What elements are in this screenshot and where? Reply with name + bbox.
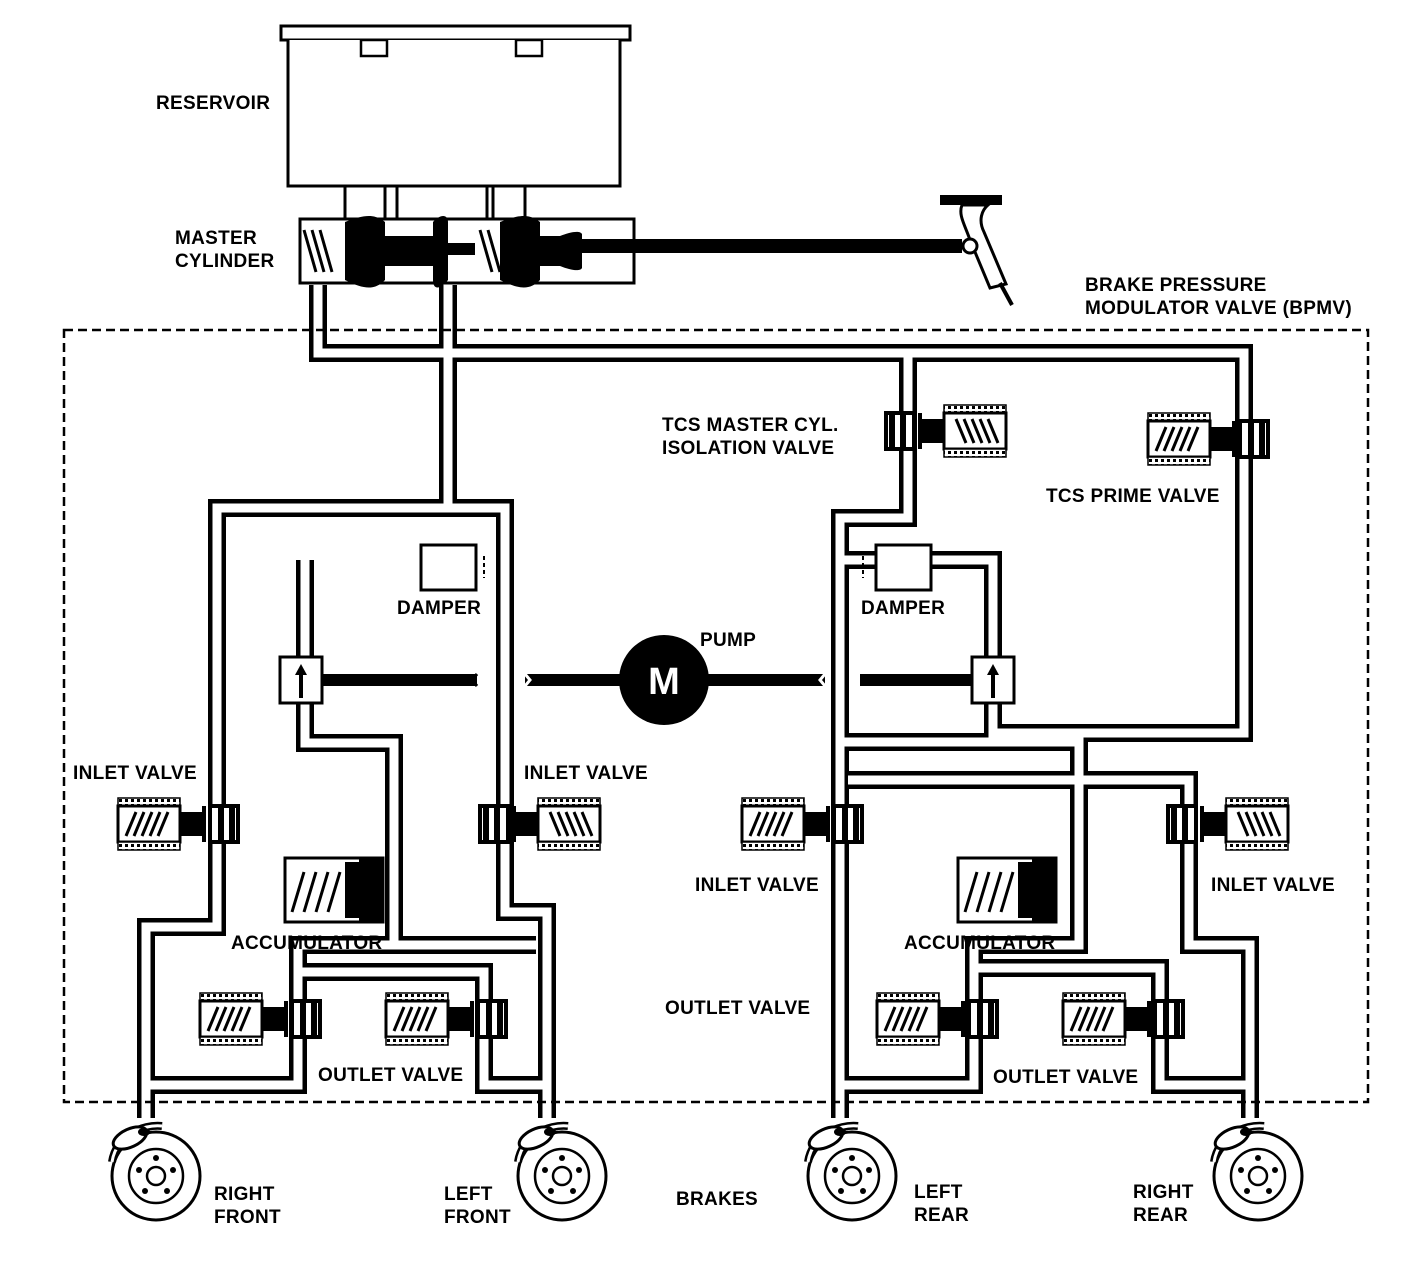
tcs-prime-label: TCS PRIME VALVE bbox=[1046, 486, 1220, 507]
inlet-valve-label-4: INLET VALVE bbox=[1211, 875, 1335, 896]
left-rear-label-line2: REAR bbox=[914, 1205, 970, 1226]
left-front-label-line1: LEFT bbox=[444, 1184, 493, 1205]
right-rear-label-line2: REAR bbox=[1133, 1205, 1189, 1226]
damper-right bbox=[862, 543, 933, 592]
pump-label: PUMP bbox=[700, 630, 757, 651]
accumulator-left bbox=[283, 856, 385, 924]
bpmv-boundary bbox=[62, 328, 1370, 1104]
reservoir bbox=[279, 24, 632, 222]
outlet-valve-label-right: OUTLET VALVE bbox=[993, 1067, 1139, 1088]
inlet-valve-left-rear bbox=[740, 796, 864, 852]
master-cylinder-label-line2: CYLINDER bbox=[175, 251, 275, 272]
inlet-valve-label-2: INLET VALVE bbox=[524, 763, 648, 784]
brake-left-rear bbox=[806, 1122, 896, 1220]
master-cylinder bbox=[298, 216, 962, 288]
brake-left-front bbox=[516, 1122, 606, 1220]
inlet-valve-left-front bbox=[478, 796, 602, 852]
bpmv-label-line2: MODULATOR VALVE (BPMV) bbox=[1085, 298, 1352, 319]
right-front-label-line2: FRONT bbox=[214, 1207, 281, 1228]
damper-right-label: DAMPER bbox=[861, 598, 946, 619]
accumulator-left-label: ACCUMULATOR bbox=[231, 933, 383, 954]
tcs-isolation-valve bbox=[884, 403, 1008, 459]
tcs-isolation-label-line2: ISOLATION VALVE bbox=[662, 438, 835, 459]
motor-letter: M bbox=[648, 661, 680, 703]
outlet-valve-right-front bbox=[198, 991, 322, 1047]
outlet-valve-right-rear bbox=[1061, 991, 1185, 1047]
inlet-valve-label-3: INLET VALVE bbox=[695, 875, 819, 896]
outlet-valve-left-rear bbox=[875, 991, 999, 1047]
inlet-valve-right-rear bbox=[1166, 796, 1290, 852]
tcs-isolation-label-line1: TCS MASTER CYL. bbox=[662, 415, 839, 436]
reservoir-label: RESERVOIR bbox=[156, 93, 271, 114]
left-rear-label-line1: LEFT bbox=[914, 1182, 963, 1203]
outlet-valve-left-front bbox=[384, 991, 508, 1047]
brakes-label: BRAKES bbox=[676, 1189, 759, 1210]
master-cylinder-label-line1: MASTER bbox=[175, 228, 258, 249]
right-rear-label-line1: RIGHT bbox=[1133, 1182, 1194, 1203]
damper-left-label: DAMPER bbox=[397, 598, 482, 619]
accumulator-right bbox=[956, 856, 1058, 924]
left-front-label-line2: FRONT bbox=[444, 1207, 511, 1228]
bpmv-label-line1: BRAKE PRESSURE bbox=[1085, 275, 1267, 296]
accumulator-right-label: ACCUMULATOR bbox=[904, 933, 1056, 954]
brake-right-rear bbox=[1212, 1122, 1302, 1220]
inlet-valve-label-1: INLET VALVE bbox=[73, 763, 197, 784]
brake-pedal bbox=[940, 195, 1014, 306]
outlet-valve-label-middle: OUTLET VALVE bbox=[665, 998, 811, 1019]
damper-left bbox=[419, 543, 485, 592]
tcs-prime-valve bbox=[1146, 411, 1270, 467]
outlet-valve-label-left: OUTLET VALVE bbox=[318, 1065, 464, 1086]
inlet-valve-right-front bbox=[116, 796, 240, 852]
right-front-label-line1: RIGHT bbox=[214, 1184, 275, 1205]
brake-right-front bbox=[110, 1122, 200, 1220]
pump-motor: M bbox=[278, 635, 1016, 725]
